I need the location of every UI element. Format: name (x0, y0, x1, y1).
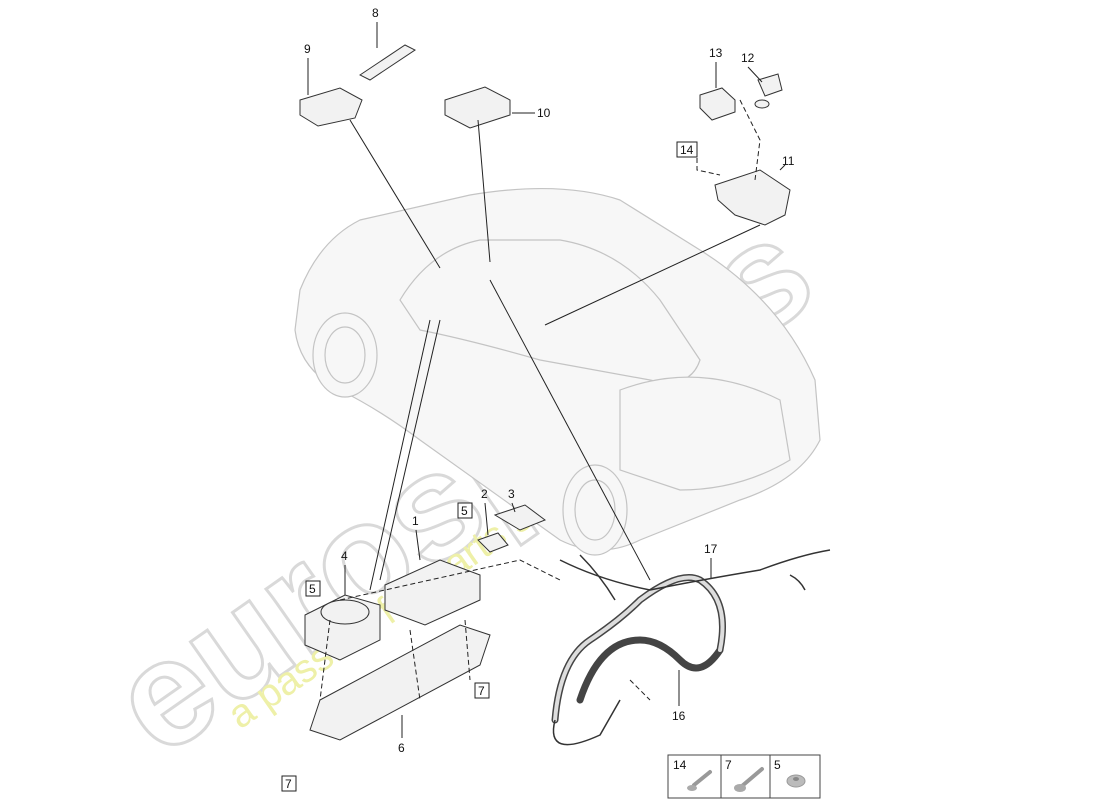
legend-5: 5 (774, 758, 781, 772)
callout-1: 1 (412, 514, 419, 528)
callout-7-boxed: 7 (285, 777, 292, 791)
part-12-cover (754, 73, 783, 109)
callout-4: 4 (341, 549, 348, 563)
part-4-speaker (304, 594, 381, 661)
callout-2: 2 (481, 487, 488, 501)
callout-6: 6 (398, 741, 405, 755)
legend-7: 7 (725, 758, 732, 772)
hardware-legend: 14 7 5 (667, 754, 821, 799)
part-1-control-unit (384, 559, 481, 626)
callout-16: 16 (672, 709, 686, 723)
callout-11: 11 (782, 154, 795, 168)
part-17-harness (559, 549, 831, 601)
leader-lines (307, 22, 786, 738)
callout-3: 3 (508, 487, 515, 501)
part-2-connector (477, 532, 509, 553)
bolt-icon (734, 767, 764, 792)
callout-9: 9 (304, 42, 311, 56)
screw-icon (687, 770, 712, 791)
part-3-clip (493, 504, 547, 531)
callout-5-boxed: 5 (309, 582, 316, 596)
nut-icon (786, 774, 806, 788)
callout-5-boxed: 5 (461, 504, 468, 518)
part-6-bracket (309, 624, 491, 741)
part-10-module (444, 86, 511, 129)
part-9-bracket (299, 87, 363, 127)
callout-10: 10 (537, 106, 551, 120)
part-11-bracket (714, 169, 791, 226)
callout-8: 8 (372, 6, 379, 20)
part-13-sensor (699, 87, 736, 121)
part-8-strip (359, 44, 416, 81)
callout-14-boxed: 14 (680, 143, 694, 157)
callout-17: 17 (704, 542, 718, 556)
vehicle-outline (294, 188, 821, 556)
part-16-harness (551, 574, 726, 746)
legend-14: 14 (673, 758, 687, 772)
callout-13: 13 (709, 46, 723, 60)
callout-7-boxed: 7 (478, 684, 485, 698)
callout-labels: 8 9 10 13 12 14 11 1 2 3 5 4 5 7 7 6 16 … (281, 6, 795, 792)
callout-12: 12 (741, 51, 755, 65)
